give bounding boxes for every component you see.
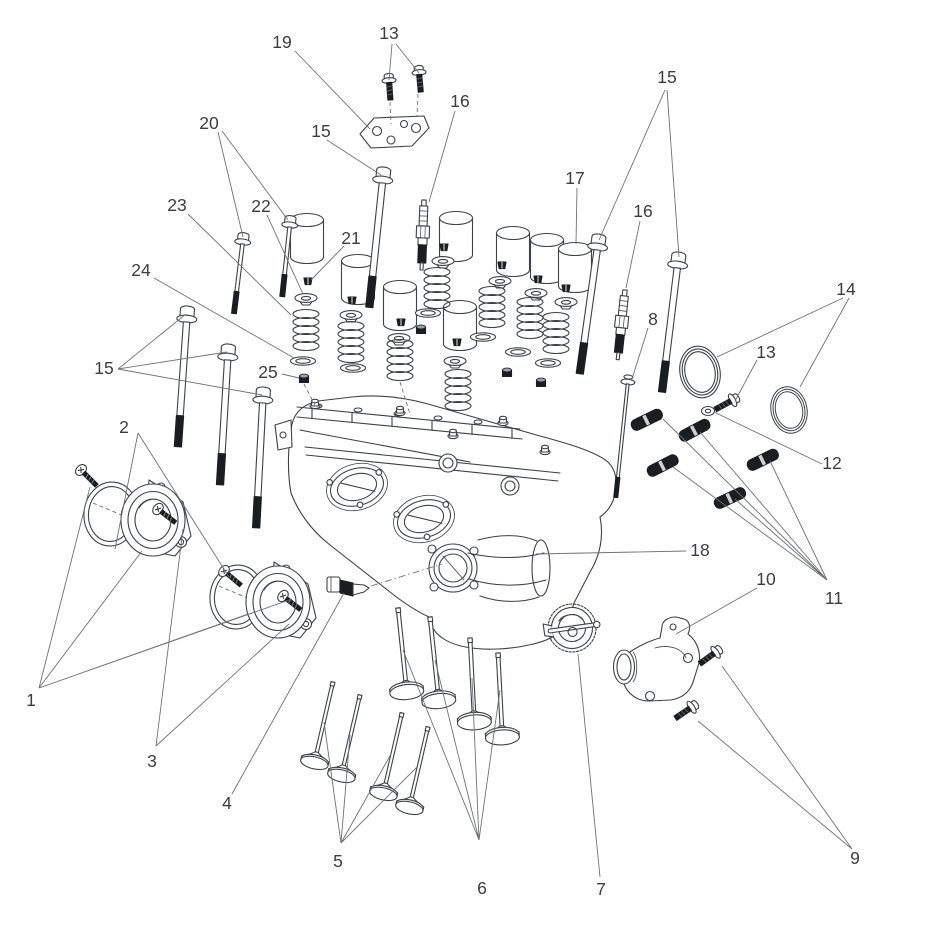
callout-17: 17 xyxy=(565,168,584,188)
callout-12: 12 xyxy=(822,453,841,473)
intake-adapter-1 xyxy=(72,461,192,557)
callout-25: 25 xyxy=(258,362,277,382)
callout-5: 5 xyxy=(333,851,343,871)
callout-19: 19 xyxy=(272,32,291,52)
bracket-flange-bolts xyxy=(381,64,429,125)
callout-14: 14 xyxy=(836,279,856,299)
callout-1: 1 xyxy=(26,690,36,710)
callout-23: 23 xyxy=(167,195,186,215)
callout-15-left: 15 xyxy=(94,358,113,378)
outlet-flange-seat xyxy=(427,543,479,593)
valve-spring-stacks xyxy=(289,243,578,415)
intake-port-right xyxy=(393,494,455,544)
callout-20: 20 xyxy=(199,113,219,133)
callout-7: 7 xyxy=(596,879,606,899)
callout-4: 4 xyxy=(222,793,232,813)
spark-plug-rear xyxy=(610,288,633,361)
callout-15-top-right: 15 xyxy=(657,67,676,87)
callout-10: 10 xyxy=(756,569,776,589)
small-flange-bolts-20 xyxy=(225,214,300,315)
callout-11: 11 xyxy=(825,588,843,608)
callout-3: 3 xyxy=(147,751,157,771)
callout-16-top: 16 xyxy=(450,91,469,111)
callout-2: 2 xyxy=(119,417,129,437)
exhaust-studs xyxy=(629,407,781,511)
callout-15-top: 15 xyxy=(311,121,330,141)
leader-lines xyxy=(38,43,853,878)
camshaft-retainer-bracket xyxy=(359,115,430,149)
cylinder-head-casting xyxy=(274,395,617,650)
intake-adapter-2 xyxy=(206,561,317,639)
valves-small-set xyxy=(298,678,443,818)
callout-24: 24 xyxy=(131,260,151,280)
intake-port-left xyxy=(326,462,388,512)
callout-labels: 19 13 16 15 20 15 23 22 21 17 16 24 8 14… xyxy=(26,23,860,899)
temperature-sensor xyxy=(326,563,443,597)
exhaust-gasket-rings xyxy=(674,341,812,438)
callout-16-right: 16 xyxy=(633,201,652,221)
callout-8: 8 xyxy=(648,309,658,329)
callout-13-right: 13 xyxy=(756,342,775,362)
callout-13-top: 13 xyxy=(379,23,398,43)
thermostat xyxy=(542,603,601,653)
callout-6: 6 xyxy=(477,878,487,898)
small-flange-bolt-13 xyxy=(711,390,743,417)
spark-plug-front xyxy=(414,199,432,271)
callout-22: 22 xyxy=(251,196,270,216)
callout-21: 21 xyxy=(341,228,360,248)
callout-9: 9 xyxy=(850,848,860,868)
flange-nut-12 xyxy=(700,405,716,417)
water-outlet-housing xyxy=(612,616,701,702)
callout-18: 18 xyxy=(690,540,709,560)
